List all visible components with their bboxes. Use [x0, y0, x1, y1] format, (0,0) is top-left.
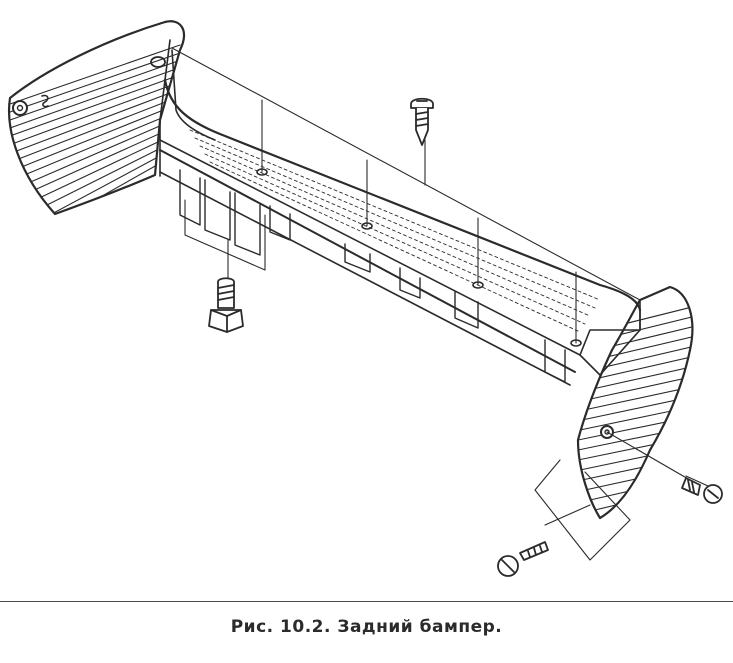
figure-caption: Рис. 10.2. Задний бампер.: [230, 617, 503, 637]
caption-divider: [0, 601, 733, 602]
bumper-drawing: [8, 20, 723, 577]
screw-icon: [497, 541, 549, 577]
screw-icon: [410, 97, 434, 146]
screw-icon: [681, 475, 723, 504]
bumper-beam: [159, 49, 642, 386]
bumper-left-end: [8, 20, 186, 216]
leader-lines: [171, 47, 691, 561]
hex-bolt-icon: [208, 277, 244, 333]
